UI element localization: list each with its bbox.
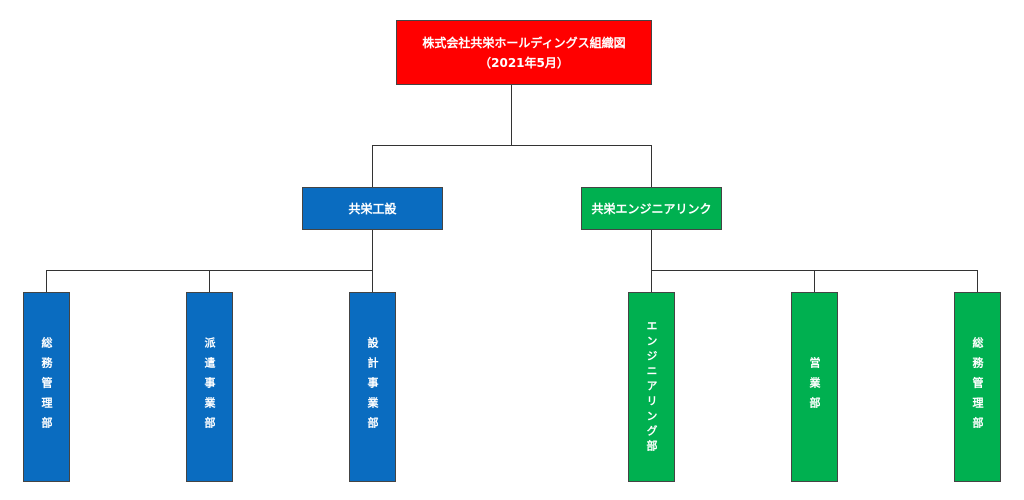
connector-dept-1-1 (46, 270, 47, 292)
connector-division-1-down (372, 229, 373, 271)
connector-division-2-down (651, 229, 652, 271)
department-label: エンジニアリング部 (645, 319, 658, 455)
department-node-2-3: 総務管理部 (954, 292, 1001, 482)
root-date: （2021年5月） (479, 55, 569, 70)
connector-dept-2-1 (651, 270, 652, 292)
department-node-1-2: 派遣事業部 (186, 292, 233, 482)
department-node-2-2: 営業部 (791, 292, 838, 482)
connector-level1-bar (372, 145, 652, 146)
department-label: 派遣事業部 (203, 337, 216, 437)
department-node-1-3: 設計事業部 (349, 292, 396, 482)
department-node-2-1: エンジニアリング部 (628, 292, 675, 482)
connector-root-down (511, 84, 512, 146)
connector-dept-2-3 (977, 270, 978, 292)
connector-dept-1-3 (372, 270, 373, 292)
connector-dept-2-2 (814, 270, 815, 292)
connector-dept-1-2 (209, 270, 210, 292)
division-node-2: 共栄エンジニアリンク (581, 187, 722, 230)
root-node: 株式会社共栄ホールディングス組織図 （2021年5月） (396, 20, 652, 85)
department-label: 総務管理部 (971, 337, 984, 437)
department-node-1-1: 総務管理部 (23, 292, 70, 482)
connector-to-division-1 (372, 145, 373, 187)
root-title: 株式会社共栄ホールディングス組織図 (422, 35, 626, 50)
division-node-1: 共栄工設 (302, 187, 443, 230)
department-label: 営業部 (808, 357, 821, 417)
connector-to-division-2 (651, 145, 652, 187)
department-label: 設計事業部 (366, 337, 379, 437)
department-label: 総務管理部 (40, 337, 53, 437)
